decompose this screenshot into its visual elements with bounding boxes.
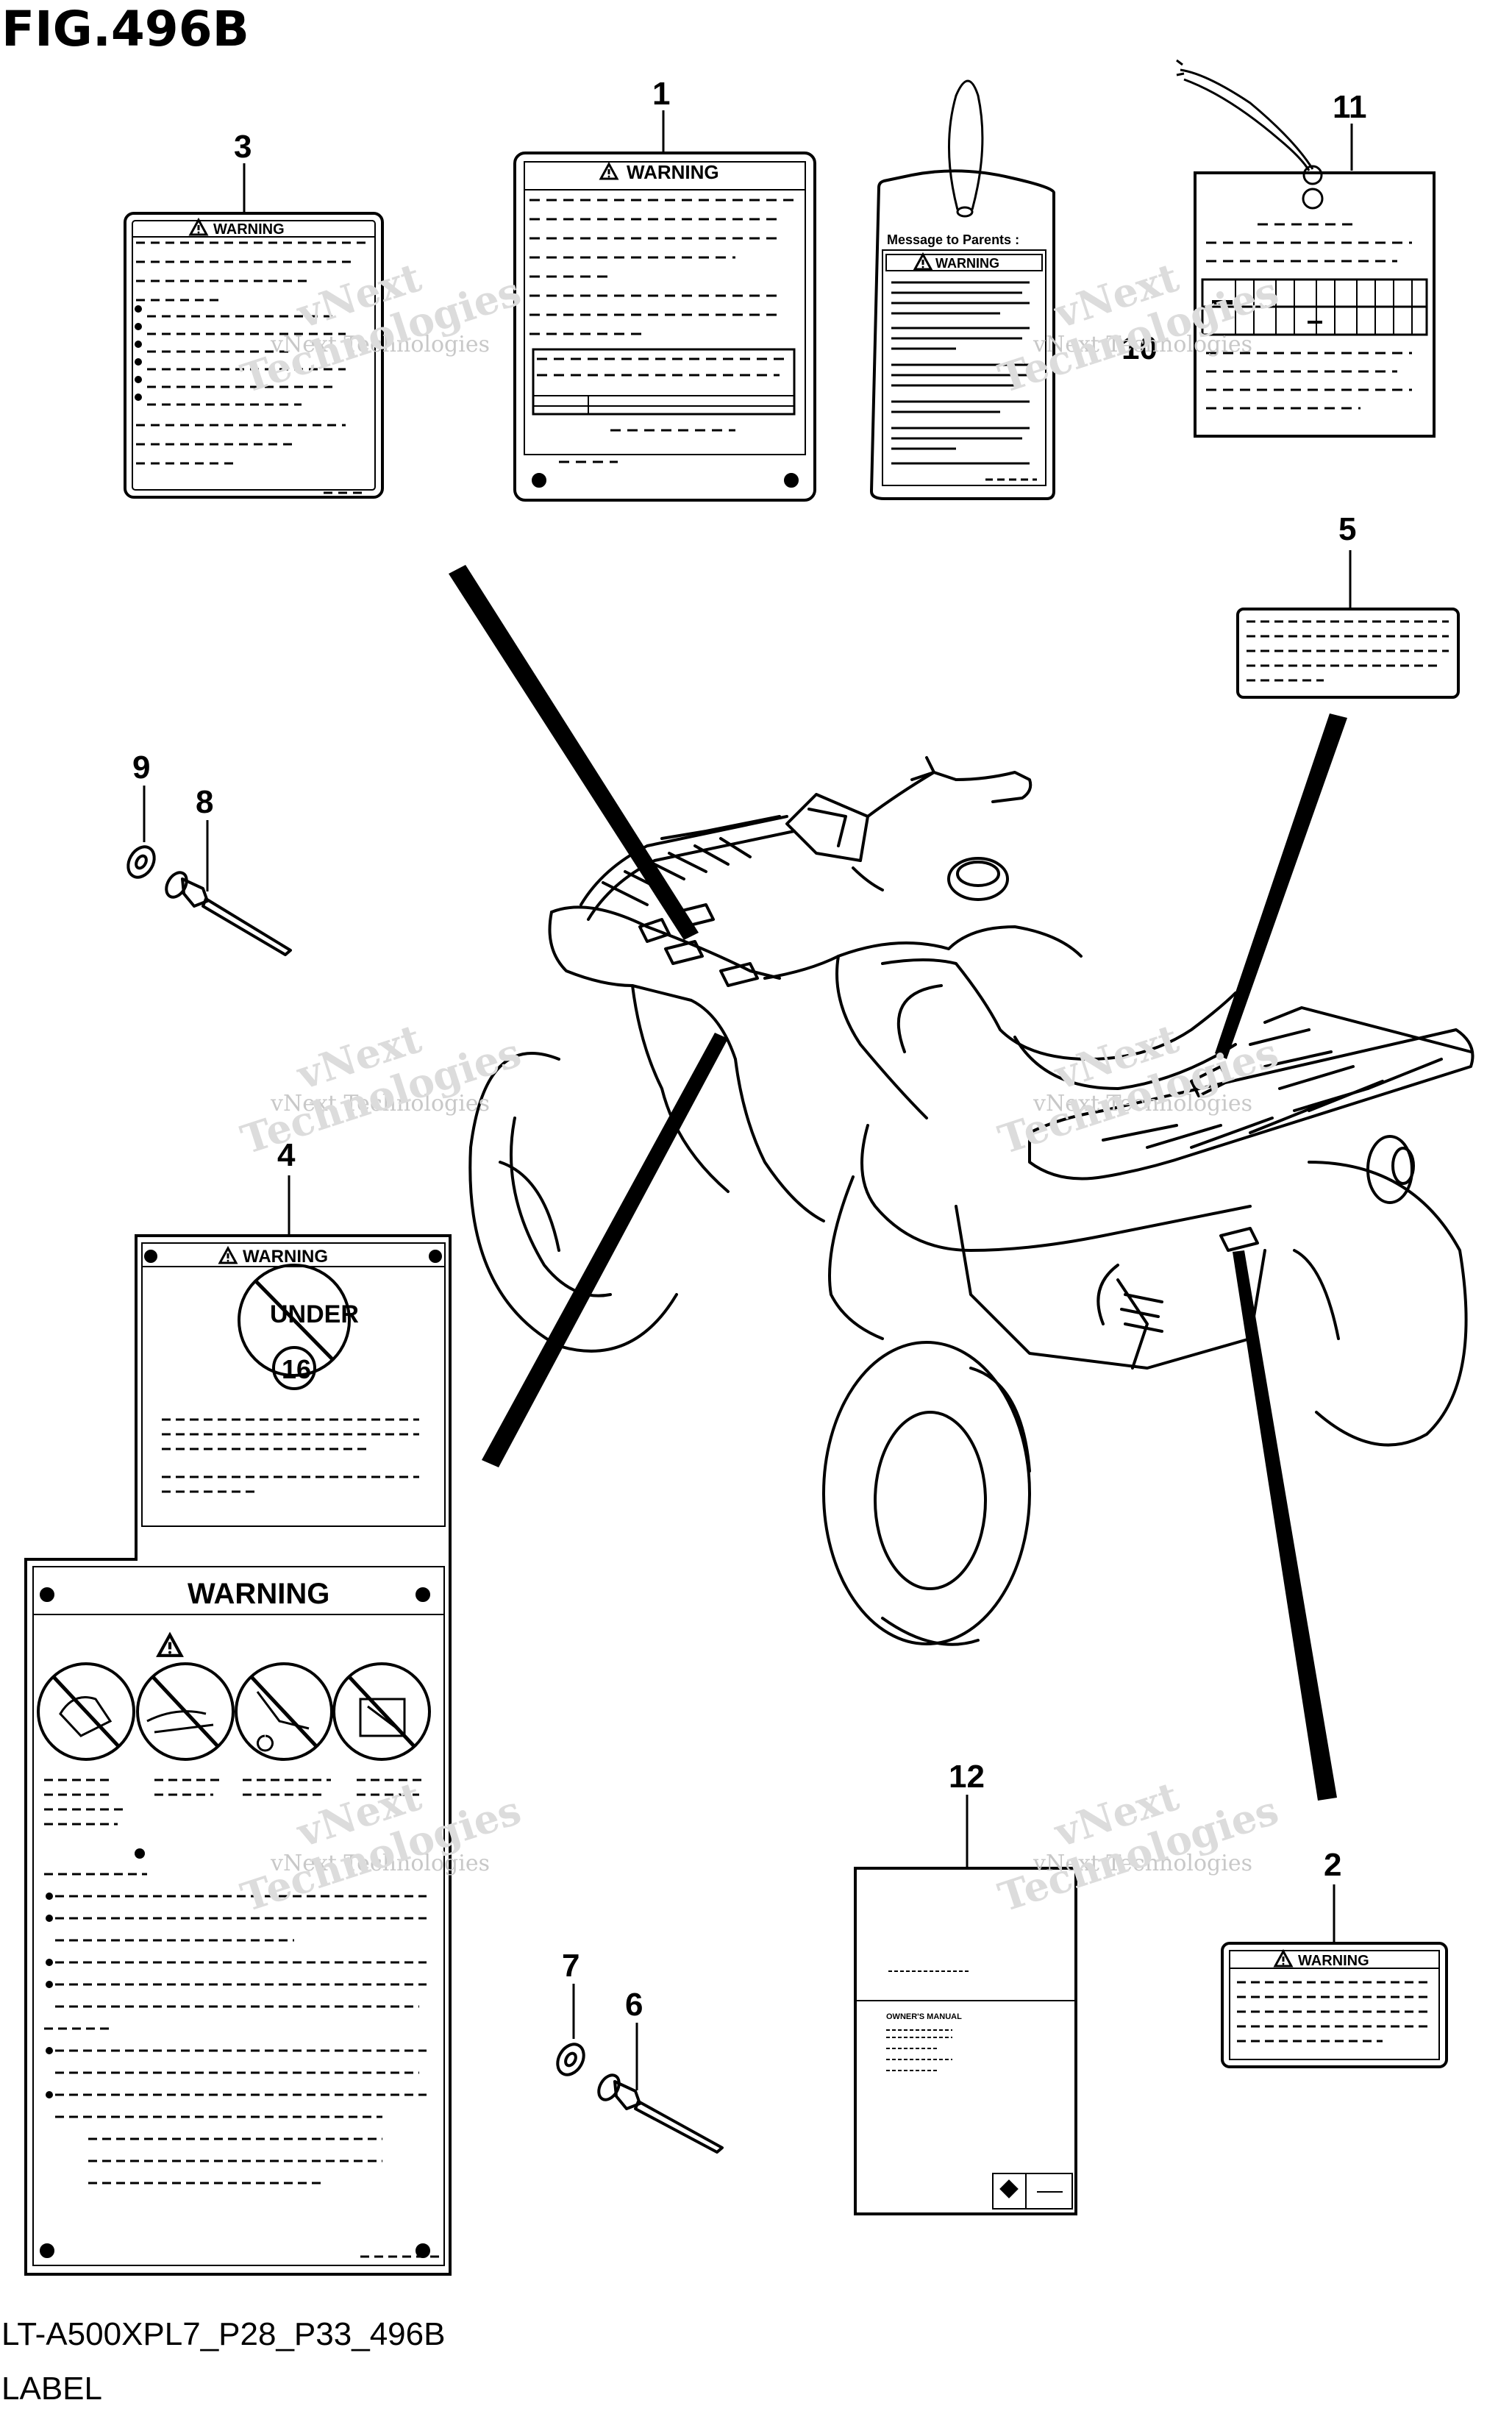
label-4-main-warning-text: WARNING (188, 1578, 329, 1610)
watermark-line: vNext Technologies (1033, 332, 1252, 357)
part-7-washer (556, 2043, 585, 2076)
figure-title: FIG.496B (1, 1, 249, 57)
warning-triangle-icon (189, 218, 208, 236)
callout-3: 3 (234, 129, 252, 165)
label-12-owners-manual (854, 1867, 1077, 2215)
watermark-group: vNext Technologies vNext Technologies vN… (270, 332, 1252, 1876)
label-3-warning-text: WARNING (213, 221, 285, 238)
label-4-top-warning-text: WARNING (243, 1247, 328, 1267)
callout-12: 12 (949, 1759, 985, 1795)
leader-lines (449, 565, 1347, 1801)
warning-triangle-icon (913, 253, 932, 271)
callout-1: 1 (652, 76, 670, 112)
part-6-rivet (597, 2073, 724, 2154)
label-1-warning-text: WARNING (627, 161, 719, 183)
callout-11: 11 (1333, 89, 1367, 125)
warning-triangle-icon (218, 1247, 238, 1264)
label-11-tag (1176, 59, 1436, 438)
callout-7: 7 (562, 1948, 580, 1984)
watermark-line: vNext Technologies (270, 332, 490, 357)
atv-illustration (468, 756, 1474, 1646)
callout-10: 10 (1121, 330, 1158, 366)
label-10-parents-text: Message to Parents : (887, 232, 1019, 247)
label-10-warning-text: WARNING (935, 256, 999, 271)
callout-5: 5 (1338, 511, 1356, 547)
callout-9: 9 (132, 750, 150, 786)
watermark-line: vNext Technologies (270, 1851, 490, 1876)
label-12-manual-title: OWNER'S MANUAL (886, 2012, 962, 2021)
label-2-warning-sticker (1221, 1942, 1448, 2068)
callout-4: 4 (277, 1137, 296, 1173)
watermark-line: vNext Technologies (1033, 1851, 1252, 1876)
watermark-line: vNext Technologies (1033, 1091, 1252, 1117)
part-9-washer (126, 845, 156, 879)
callout-8: 8 (196, 784, 213, 820)
figure-caption: LABEL (1, 2371, 102, 2407)
callout-6: 6 (625, 1987, 643, 2023)
label-1-warning-sticker (513, 152, 816, 502)
label-4-age-text: 16 (282, 1354, 311, 1384)
label-2-warning-text: WARNING (1298, 1953, 1369, 1969)
warning-triangle-icon (159, 1635, 182, 1656)
label-10-parents-hang-tag (869, 79, 1055, 500)
warning-triangle-icon (599, 163, 618, 180)
label-4-large-warning-sticker (24, 1234, 452, 2276)
watermark-line: vNext Technologies (270, 1091, 490, 1117)
figure-code: LT-A500XPL7_P28_P33_496B (1, 2316, 445, 2352)
part-8-rivet (165, 871, 292, 956)
label-3-warning-sticker (124, 212, 384, 499)
warning-triangle-icon (1274, 1950, 1293, 1968)
label-5-sticker (1236, 608, 1460, 699)
callout-2: 2 (1324, 1847, 1341, 1883)
label-4-under-text: UNDER (270, 1300, 359, 1328)
